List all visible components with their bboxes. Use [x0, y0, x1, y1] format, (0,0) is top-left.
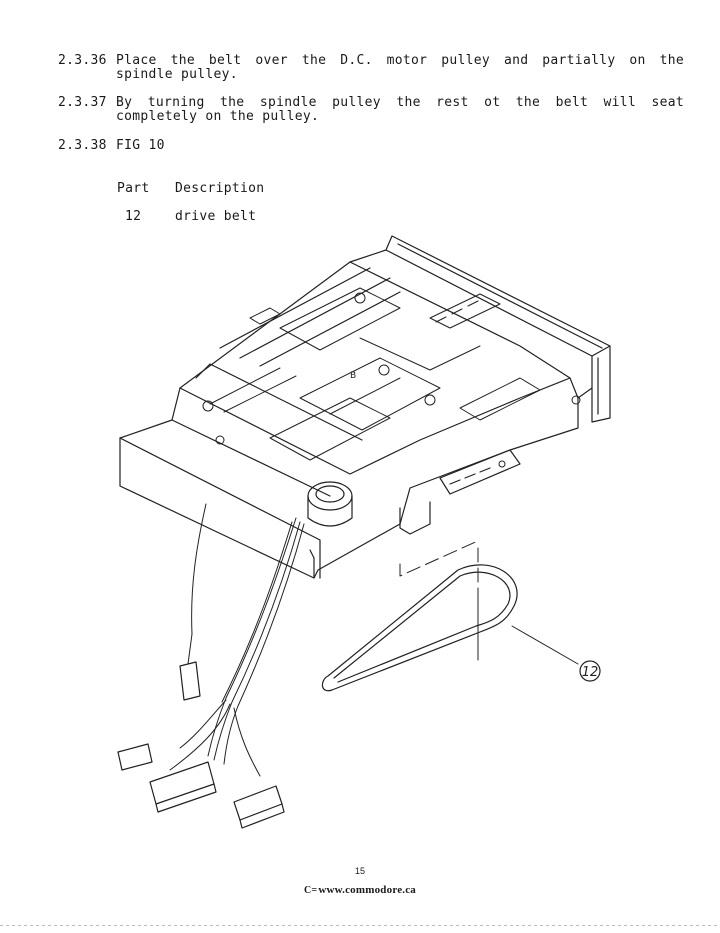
step-number: 2.3.37 [58, 95, 107, 110]
step-text-line: spindle pulley. [116, 67, 238, 82]
callout-number: 12 [582, 665, 599, 680]
step-text-line: completely on the pulley. [116, 109, 320, 124]
step-text: FIG 10 [116, 139, 684, 153]
step-text: By turning the spindle pulley the rest o… [116, 96, 684, 124]
step-text-line: Place the belt over the D.C. motor pulle… [116, 53, 684, 68]
step-number: 2.3.38 [58, 138, 107, 153]
mechanism-details [202, 287, 581, 468]
part-number: 12 [125, 209, 142, 224]
footer: C=www.commodore.ca [0, 884, 720, 896]
part-column-header: Part [117, 181, 150, 196]
figure-reference: FIG 10 [116, 138, 165, 153]
chassis [119, 249, 593, 579]
step-text-line: By turning the spindle pulley the rest o… [116, 95, 684, 110]
callout-12: 12 [511, 625, 601, 682]
motor-pulley [307, 481, 353, 527]
drive-belt [321, 564, 518, 692]
part-description: drive belt [175, 209, 257, 224]
wire-harness [169, 503, 305, 777]
footer-site: www.commodore.ca [318, 884, 417, 896]
step-text: Place the belt over the D.C. motor pulle… [116, 54, 684, 82]
commodore-logo-icon: C= [303, 885, 318, 896]
drive-belt-figure: 12 B [117, 235, 611, 829]
scan-edge-divider [0, 925, 720, 926]
exploded-view-lines [399, 539, 481, 661]
connectors [117, 661, 285, 829]
label-b: B [350, 371, 356, 381]
page-number: 15 [354, 866, 365, 876]
step-number: 2.3.36 [58, 53, 107, 68]
description-column-header: Description [175, 181, 265, 196]
